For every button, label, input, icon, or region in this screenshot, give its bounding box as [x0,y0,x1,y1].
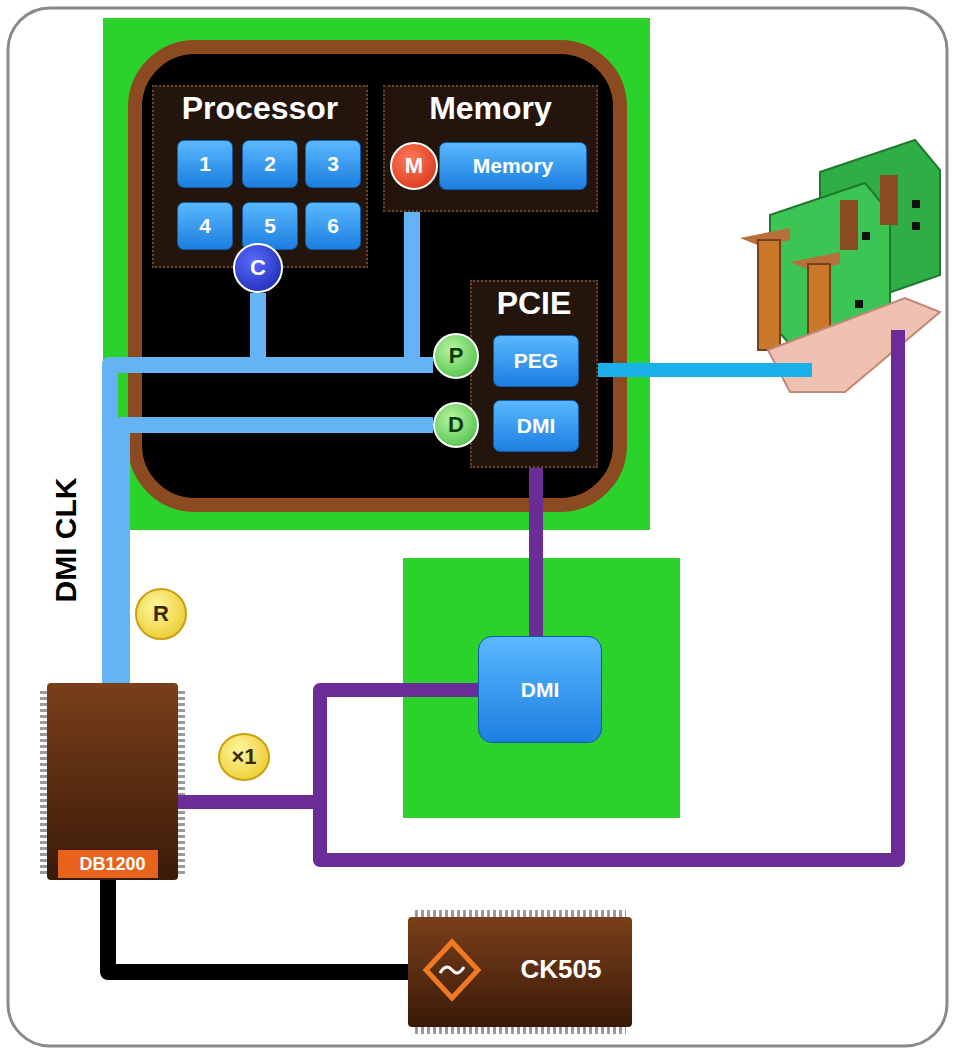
chip-pins [414,910,626,918]
core-box: 6 [305,202,361,250]
core-marker-text: C [250,256,266,280]
frame [8,8,947,1046]
core-box: 5 [242,202,298,250]
card-bracket [758,240,780,350]
cpu-package [103,18,650,530]
card-component [862,232,870,240]
chipset-dmi-box: DMI [478,636,602,743]
resistor-marker: R [135,588,187,640]
card-slot-base [768,298,940,392]
clock-symbol [426,942,478,998]
signal-name: DMI CLK [49,478,83,603]
clock-wire [110,212,412,683]
dmi-box-text: DMI [517,414,556,437]
processor-region: Processor 1 2 3 4 5 6 [152,85,368,268]
dmi-marker-text: D [448,413,464,437]
peg-marker-text: P [449,344,464,368]
core-box-text: 3 [327,152,339,175]
memory-box-text: Memory [473,154,554,177]
clock-wire [320,330,898,860]
core-marker: C [233,243,283,293]
cpu-die [135,47,620,505]
chip-pins [414,1026,626,1034]
memory-marker-text: M [405,154,423,178]
card-component [912,200,920,208]
chip-pins [177,688,185,876]
dmi-marker: D [433,402,479,448]
core-box-text: 4 [199,214,211,237]
peg-box: PEG [493,335,579,387]
card-component [840,200,858,250]
resistor-marker-text: R [153,602,169,626]
core-box: 4 [177,202,233,250]
card-component [855,300,863,308]
clock-generator: CK505 [408,917,632,1027]
core-box-text: 6 [327,214,339,237]
core-box-text: 2 [264,152,276,175]
memory-region: MemoryMMemory [383,85,598,212]
memory-region-text: Memory [429,91,552,126]
chipset-dmi-box-text: DMI [521,678,560,701]
clock-wire [178,690,478,802]
lane-marker: ×1 [218,733,270,781]
core-box-text: 1 [199,152,211,175]
processor-region-text: Processor [182,91,339,126]
clock-buffer-chip [47,683,178,880]
memory-box: Memory [439,142,587,190]
lane-marker-text: ×1 [231,745,256,769]
clock-generator-chip [408,917,632,1027]
core-box: 1 [177,140,233,188]
clock-generator-text: CK505 [521,955,602,984]
pcie-link [580,363,812,377]
clock-wire [529,452,543,636]
clock-wire [108,880,408,972]
clock-wire [110,365,433,683]
peg-box-text: PEG [514,349,558,372]
clock-buffer-text: DB1200 [79,855,145,875]
peg-marker: P [433,333,479,379]
core-box-text: 5 [264,214,276,237]
clock-buffer: DB1200 [47,683,178,880]
pcie-region-text: PCIE [497,286,572,321]
card-component [912,222,920,230]
chip-pins [40,688,48,876]
card-component [880,175,898,225]
clock-wire [122,425,433,683]
dmi-box: DMI [493,400,579,452]
core-box: 2 [242,140,298,188]
clock-wire [110,293,258,683]
core-box: 3 [305,140,361,188]
memory-marker: M [390,142,438,190]
clock-symbol [440,967,464,973]
chip-label-strip [58,850,158,878]
pcie-region: PCIE PEG DMI [470,280,598,468]
